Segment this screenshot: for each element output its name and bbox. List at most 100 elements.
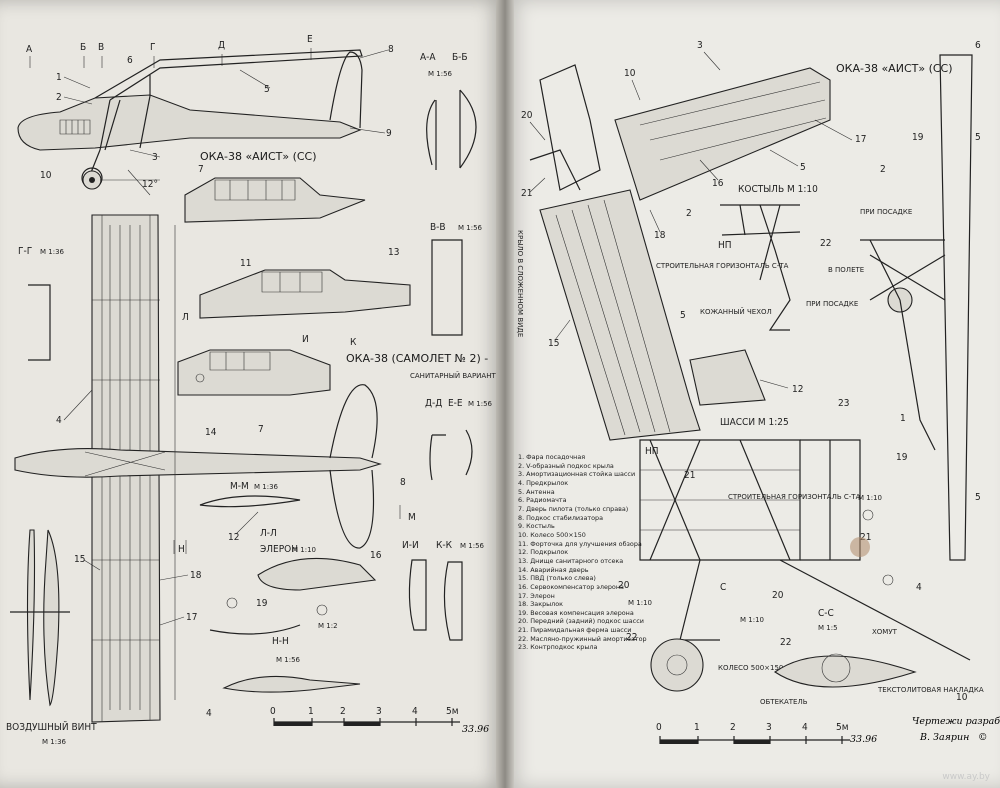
drawing-label: М 1:10	[292, 546, 316, 554]
station-d: Д	[218, 40, 225, 51]
variant-title: ОКА-38 (САМОЛЕТ № 2) -	[346, 352, 488, 365]
drawing-label: 7	[258, 424, 264, 435]
drawing-label: 8	[400, 477, 406, 488]
top-view-wing	[14, 214, 382, 723]
legend-item: 6. Радиомачта	[518, 496, 567, 505]
drawing-label: 4	[206, 708, 212, 719]
drawing-label: 7	[198, 164, 204, 175]
variant-subtitle: САНИТАРНЫЙ ВАРИАНТ	[410, 371, 496, 380]
drawing-label: 11	[240, 258, 251, 269]
drawing-label: 8	[388, 44, 394, 55]
drawing-label: М	[408, 512, 416, 523]
station-a: А	[26, 44, 33, 55]
drawing-label: М 1:56	[428, 70, 453, 78]
legend-item: 20. Передний (задний) подкос шасси	[518, 617, 644, 626]
drawing-label: Е-Е	[448, 398, 463, 409]
page-spine	[496, 0, 514, 788]
legend-item: 19. Весовая компенсация элерона	[518, 608, 634, 617]
drawing-label: Л-Л	[260, 528, 277, 539]
legend-item: 18. Закрылок	[518, 600, 564, 609]
drawing-label: А-А	[420, 52, 436, 63]
station-e: Е	[307, 34, 313, 45]
drawing-label: М-М	[230, 481, 249, 492]
drawing-label: Н-Н	[272, 636, 289, 647]
legend-item: 15. ПВД (только слева)	[518, 574, 596, 583]
drawing-label: В-В	[430, 222, 446, 233]
drawing-label: К	[350, 337, 357, 348]
drawing-label: 19	[256, 598, 268, 609]
cockpit-view-top: 7	[184, 164, 366, 223]
drawing-label: М 1:56	[458, 224, 483, 232]
legend-item: 2. V-образный подкос крыла	[518, 461, 614, 470]
drawing-label: 3	[376, 706, 382, 717]
legend-item: 8. Подкос стабилизатора	[518, 513, 603, 522]
propeller-scale: М 1:36	[42, 738, 67, 746]
legend-item: 16. Сервокомпенсатор элерона	[518, 582, 624, 591]
parts-legend: 1. Фара посадочная 2. V-образный подкос …	[518, 453, 698, 652]
legend-item: 13. Днище санитарного отсека	[518, 556, 624, 565]
station-letters: А Б В Г Д Е	[26, 34, 313, 68]
side-view-aircraft	[17, 49, 363, 196]
side-view-callouts: 1 2 3 10 6 5 8 9	[40, 44, 394, 181]
station-g: Г	[150, 42, 156, 53]
drawing-label: М 1:56	[276, 656, 301, 664]
drawing-label: К-К	[436, 540, 453, 551]
drawing-label: 14	[205, 427, 217, 438]
drawing-label: 17	[186, 612, 197, 623]
legend-item: 17. Элерон	[518, 591, 555, 600]
drawing-label: 4	[56, 415, 62, 426]
left-drawing: А Б В Г Д Е 12° ОКА-38 «АИСТ» (СС) 1 2	[6, 34, 496, 746]
station-b: Б	[80, 42, 86, 53]
drawing-label: 13	[388, 247, 399, 258]
drawing-label: Л	[182, 312, 189, 323]
legend-item: 21. Пирамидальная ферма шасси	[518, 626, 632, 635]
station-v: В	[98, 42, 104, 53]
cockpit-view-middle: 11 13	[199, 247, 411, 319]
drawing-label: М 1:2	[318, 622, 338, 630]
drawing-label: 16	[370, 550, 382, 561]
legend-item: 14. Аварийная дверь	[518, 565, 589, 574]
drawing-label: 2	[340, 706, 346, 717]
drawing-label: 12	[228, 532, 239, 543]
drawing-label: М 1:56	[460, 542, 485, 550]
drawing-label: Д-Д	[425, 398, 442, 409]
watermark: www.ay.by	[942, 772, 990, 782]
legend-item: 22. Масляно-пружинный амортизатор	[518, 634, 647, 643]
legend-item: 1. Фара посадочная	[518, 453, 586, 461]
legend-item: 3. Амортизационная стойка шасси	[518, 470, 636, 479]
legend-item: 5. Антенна	[518, 487, 555, 496]
drawing-label: 5	[264, 84, 270, 95]
drawing-label: 15	[74, 554, 85, 565]
propeller-label: ВОЗДУШНЫЙ ВИНТ	[6, 720, 97, 733]
cockpit-view-bottom: 14 7	[177, 349, 331, 438]
legend-item: 11. Форточка для улучшения обзора	[518, 539, 642, 548]
drawing-label: Г-Г	[18, 246, 32, 257]
drawing-label: 9	[386, 128, 392, 139]
drawing-label: 4	[412, 706, 418, 717]
legend-item: 10. Колесо 500×150	[518, 530, 586, 539]
drawing-label: 2	[56, 92, 62, 103]
side-view-title: ОКА-38 «АИСТ» (СС)	[200, 150, 317, 163]
drawing-label: 1	[56, 72, 62, 83]
drawing-label: М 1:36	[254, 483, 279, 491]
drawing-label: М 1:56	[468, 400, 493, 408]
section-aa-bb: А-А Б-Б М 1:56	[420, 52, 477, 170]
legend-item: 9. Костыль	[518, 522, 555, 531]
drawing-label: 18	[190, 570, 202, 581]
drawing-label: Н	[178, 544, 185, 555]
drawing-label: 3	[152, 152, 158, 163]
drawing-label: И	[302, 334, 309, 345]
legend-item: 23. Контрподкос крыла	[518, 643, 598, 652]
drawing-label: 5м	[446, 706, 459, 717]
drawing-label: М 1:36	[40, 248, 65, 256]
drawing-label: ЭЛЕРОН	[260, 544, 298, 555]
drawing-label: 0	[270, 706, 276, 717]
drawing-label: 10	[40, 170, 52, 181]
right-page	[505, 0, 1000, 788]
drawing-label: И-И	[402, 540, 419, 551]
legend-item: 12. Подкрылок	[518, 548, 569, 557]
side-view-angle: 12°	[142, 179, 158, 190]
left-scale-bar: 0 1 2 3 4 5м	[270, 706, 460, 726]
drawing-label: Б-Б	[452, 52, 468, 63]
